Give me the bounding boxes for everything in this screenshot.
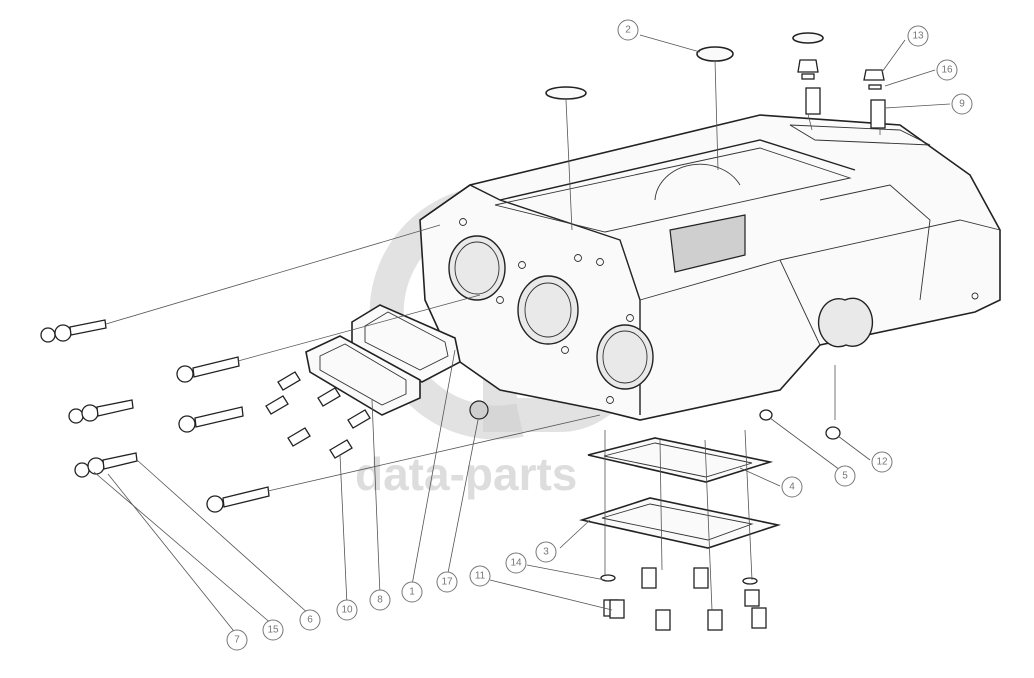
callout-12: 12 [871, 451, 893, 473]
bolt-1 [40, 224, 441, 343]
svg-text:17: 17 [441, 577, 453, 588]
svg-text:5: 5 [842, 471, 848, 482]
watermark-text: data-parts [355, 448, 577, 500]
long-bolts [40, 224, 601, 513]
callout-4: 4 [781, 476, 803, 498]
svg-text:14: 14 [510, 558, 522, 569]
svg-text:16: 16 [941, 65, 953, 76]
svg-text:12: 12 [876, 457, 888, 468]
callout-16: 16 [936, 59, 958, 81]
small-studs [265, 371, 371, 459]
side-gaskets [305, 304, 461, 416]
callout-8: 8 [369, 589, 391, 611]
svg-text:9: 9 [959, 99, 965, 110]
bottom-cover [578, 437, 782, 549]
callout-11: 11 [469, 565, 491, 587]
svg-text:6: 6 [307, 615, 313, 626]
bolt-3 [68, 399, 134, 424]
callout-10: 10 [336, 599, 358, 621]
bolt-4 [178, 406, 244, 433]
callouts: 1 2 3 4 5 6 7 8 9 10 11 12 13 14 15 16 1… [226, 19, 973, 651]
callout-9: 9 [951, 93, 973, 115]
callout-1: 1 [401, 581, 423, 603]
gearbox-housing [419, 114, 1001, 421]
svg-text:3: 3 [543, 547, 549, 558]
bolt-2 [176, 294, 481, 383]
svg-text:1: 1 [409, 587, 415, 598]
svg-text:2: 2 [625, 25, 631, 36]
bolt-5 [74, 452, 138, 478]
callout-6: 6 [299, 609, 321, 631]
callout-14: 14 [505, 552, 527, 574]
svg-text:11: 11 [475, 571, 486, 582]
top-plugs [545, 32, 886, 129]
svg-text:8: 8 [377, 595, 383, 606]
callout-15: 15 [262, 619, 284, 641]
callout-7: 7 [226, 629, 248, 651]
callout-2: 2 [617, 19, 639, 41]
callout-3: 3 [535, 541, 557, 563]
callout-17: 17 [436, 571, 458, 593]
bolt-6 [206, 414, 601, 513]
callout-5: 5 [834, 465, 856, 487]
svg-text:13: 13 [912, 31, 924, 42]
svg-text:10: 10 [341, 605, 353, 616]
svg-text:4: 4 [789, 482, 795, 493]
misc-parts [469, 400, 841, 440]
bottom-nuts [600, 567, 767, 631]
callout-13: 13 [907, 25, 929, 47]
leader-lines [93, 34, 951, 636]
svg-text:15: 15 [267, 625, 279, 636]
svg-text:7: 7 [234, 635, 240, 646]
